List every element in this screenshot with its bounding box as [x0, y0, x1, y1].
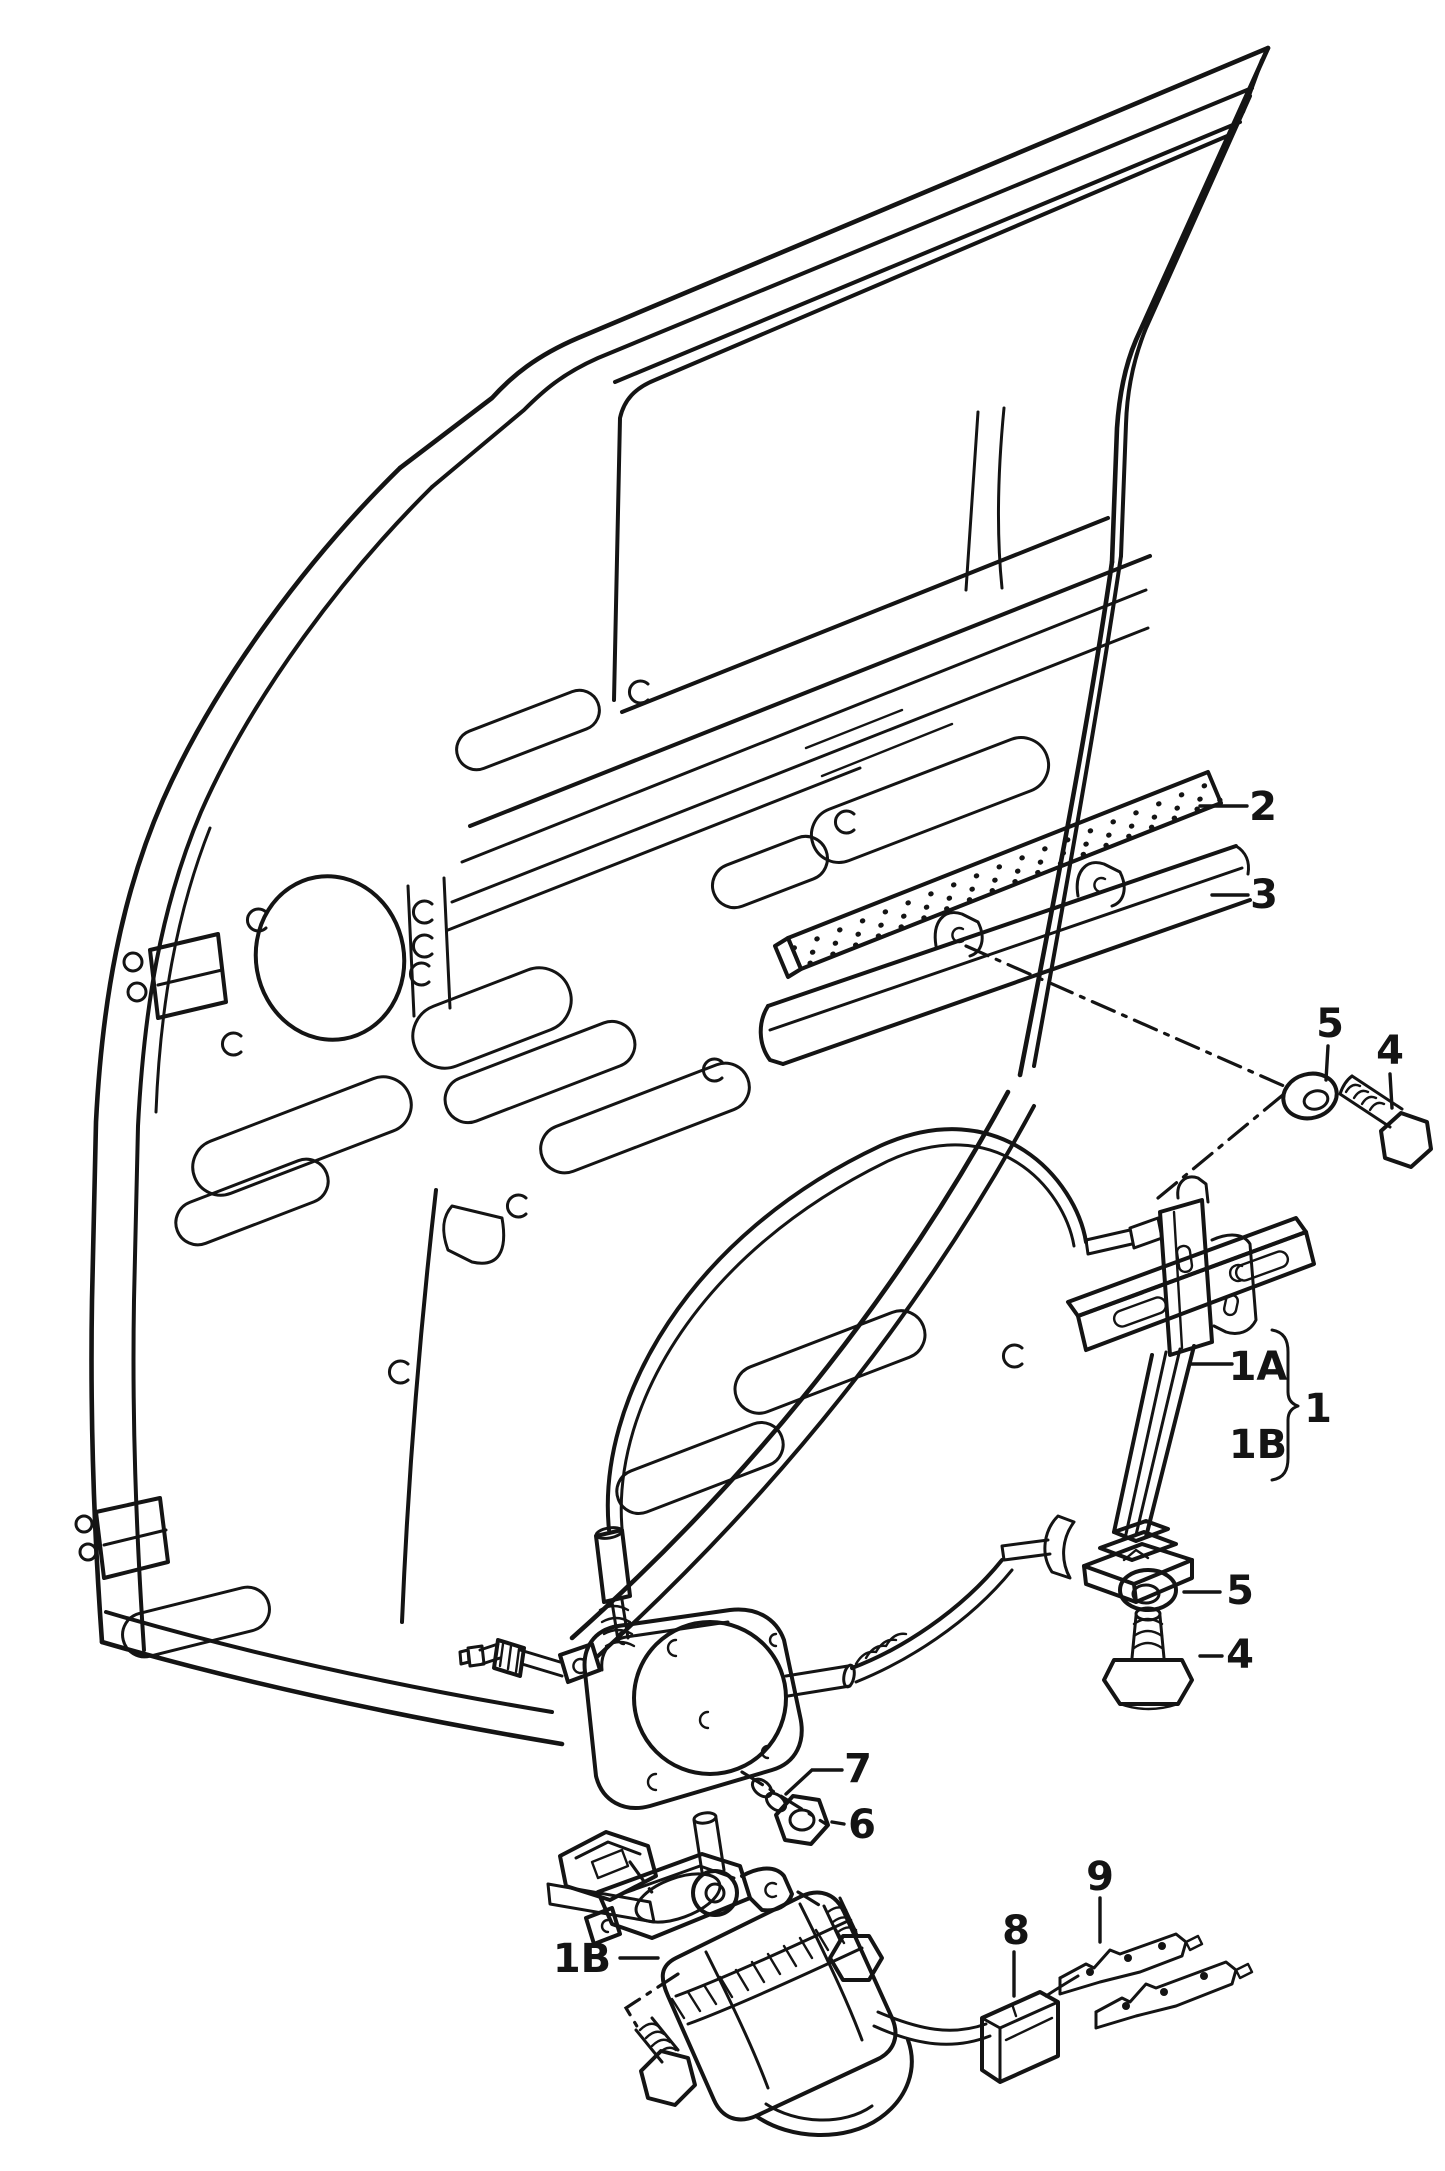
regulator-drive	[458, 1607, 856, 1924]
callout-1b-motor-label: 1B	[553, 1936, 611, 1982]
brace	[1270, 1328, 1300, 1482]
callout-1a: 1A	[1188, 1344, 1288, 1390]
callout-1b-bracket: 1B	[1229, 1422, 1287, 1468]
callout-8-label: 8	[1002, 1908, 1030, 1954]
connector-part8	[980, 1990, 1060, 2084]
washer-part5-upper	[1281, 1071, 1339, 1121]
rail-top-bracket	[1066, 1175, 1316, 1357]
callout-1b-bracket-label: 1B	[1229, 1422, 1287, 1468]
assembly-dash-lines	[623, 944, 1286, 2030]
callout-1a-label: 1A	[1229, 1344, 1288, 1390]
callout-1b-motor: 1B	[553, 1936, 660, 1982]
callout-5-upper: 5	[1316, 1001, 1344, 1082]
bolt-part4-lower	[1102, 1606, 1194, 1711]
callout-5-lower-label: 5	[1226, 1568, 1254, 1614]
seal-strip-part2	[773, 770, 1223, 979]
motor-assembly	[584, 1811, 914, 2137]
callout-4-upper-label: 4	[1376, 1028, 1404, 1074]
callout-9-label: 9	[1086, 1854, 1114, 1900]
callout-4-lower-label: 4	[1226, 1632, 1254, 1678]
terminal-strips-part9	[1058, 1932, 1254, 2030]
callout-4-upper: 4	[1376, 1028, 1404, 1110]
wiring-harness	[872, 1932, 1254, 2084]
callout-2: 2	[1198, 784, 1277, 830]
callout-8: 8	[1002, 1908, 1030, 1998]
callout-9: 9	[1086, 1854, 1114, 1944]
callout-1-group: 1	[1270, 1328, 1332, 1482]
washer-part5-lower	[1118, 1568, 1178, 1612]
panel-cutouts	[121, 679, 1051, 1659]
bolt-part4-upper	[1338, 1074, 1433, 1169]
door-hinges	[74, 932, 228, 1580]
callouts: 2 3 5 4 1A 1B 1 5 4	[553, 784, 1404, 1998]
callout-7: 7	[784, 1746, 872, 1796]
callout-2-label: 2	[1249, 784, 1277, 830]
regulator-cables	[594, 1127, 1088, 1684]
callout-5-upper-label: 5	[1316, 1001, 1344, 1047]
callout-6-label: 6	[848, 1802, 876, 1848]
callout-7-label: 7	[844, 1746, 872, 1792]
callout-1-label: 1	[1304, 1386, 1332, 1432]
callout-6: 6	[830, 1802, 876, 1848]
callout-3-label: 3	[1250, 872, 1278, 918]
glass-channel-part3	[758, 844, 1252, 1066]
callout-4-lower: 4	[1198, 1632, 1254, 1678]
callout-3: 3	[1210, 872, 1278, 918]
guide-rail-part1a	[1000, 1344, 1196, 1604]
callout-5-lower: 5	[1182, 1568, 1254, 1614]
